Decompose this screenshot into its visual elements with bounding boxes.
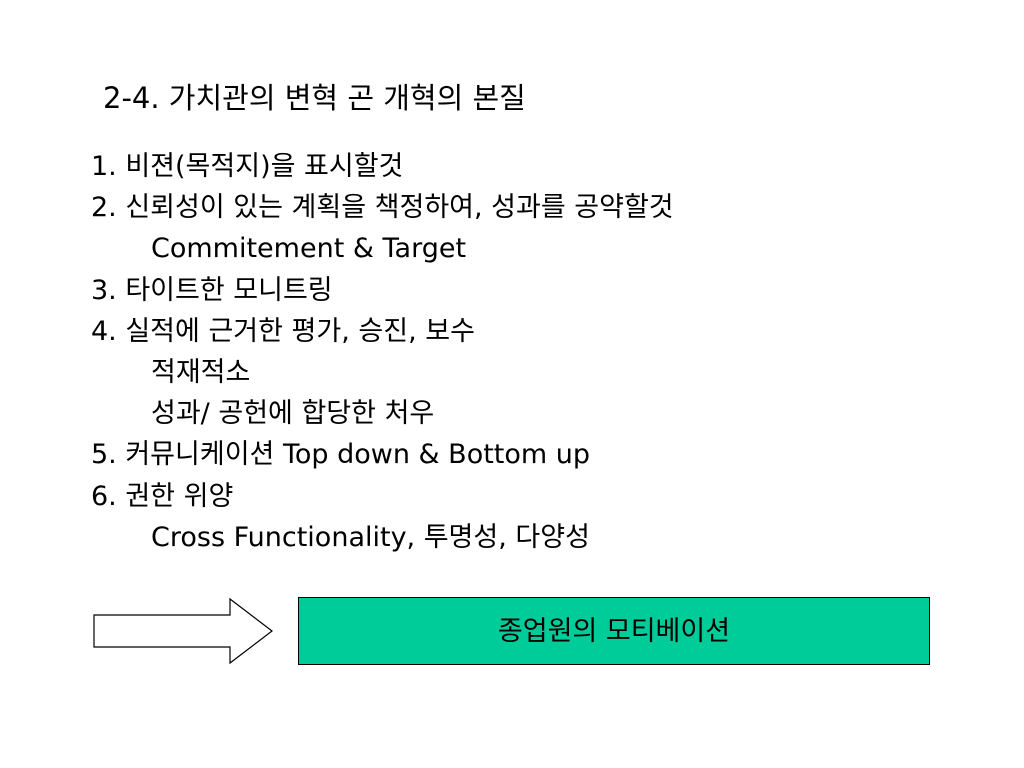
right-arrow-icon	[93, 597, 273, 665]
list-subitem: Cross Functionality, 투명성, 다양성	[151, 521, 590, 553]
list-subitem: 적재적소	[151, 356, 251, 388]
list-item: 5. 커뮤니케이션 Top down & Bottom up	[91, 439, 591, 471]
list-item: 1. 비젼(목적지)을 표시할것	[91, 151, 404, 182]
list-item: 2. 신뢰성이 있는 계획을 책정하여, 성과를 공약할것	[91, 192, 674, 224]
list-subitem: Commitement & Target	[151, 233, 467, 265]
result-box: 종업원의 모티베이션	[298, 597, 930, 665]
list-subitem: 성과/ 공헌에 합당한 처우	[151, 398, 435, 430]
list-item: 4. 실적에 근거한 평가, 승진, 보수	[91, 315, 475, 347]
body-list: 1. 비젼(목적지)을 표시할것 2. 신뢰성이 있는 계획을 책정하여, 성과…	[91, 146, 674, 558]
list-item: 3. 타이트한 모니트링	[91, 274, 333, 306]
result-label: 종업원의 모티베이션	[497, 615, 731, 647]
slide-title: 2-4. 가치관의 변혁 곤 개혁의 본질	[103, 81, 526, 115]
list-item: 6. 권한 위양	[91, 480, 234, 512]
